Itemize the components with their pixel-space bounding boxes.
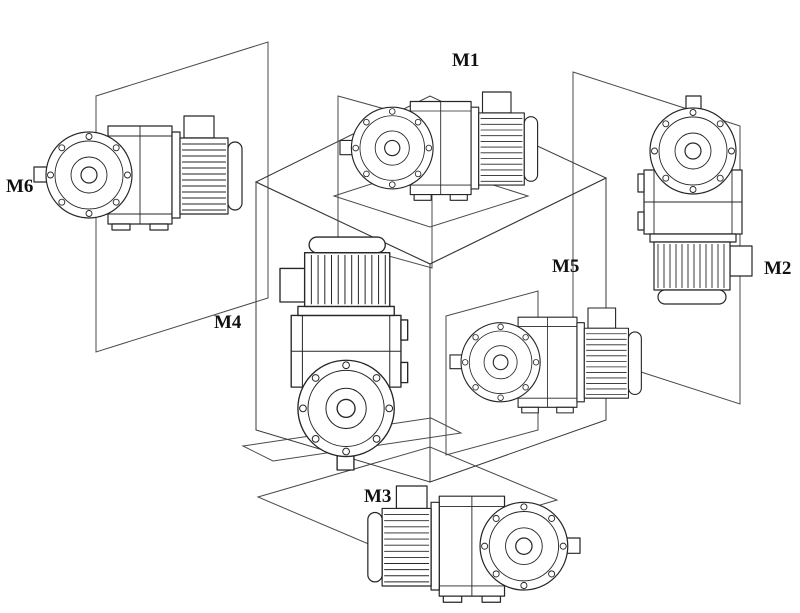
gearmotor-m5 bbox=[449, 307, 642, 414]
label-m6: M6 bbox=[6, 176, 33, 197]
label-m3: M3 bbox=[364, 486, 391, 507]
cube-right-face bbox=[429, 177, 607, 483]
mounting-plane-m2 bbox=[572, 71, 741, 405]
label-m2: M2 bbox=[764, 258, 791, 279]
mounting-plane-m6 bbox=[95, 41, 269, 353]
mounting-plane-m3 bbox=[256, 446, 559, 552]
gearmotor-m6 bbox=[33, 115, 243, 231]
gearmotor-m4 bbox=[279, 236, 409, 471]
label-m5: M5 bbox=[552, 256, 579, 277]
gearmotor-m2 bbox=[637, 95, 753, 305]
mounting-plane-m5 bbox=[445, 290, 539, 456]
label-m1: M1 bbox=[452, 50, 479, 71]
gearmotor-m3 bbox=[367, 485, 581, 603]
label-m4: M4 bbox=[214, 312, 242, 333]
